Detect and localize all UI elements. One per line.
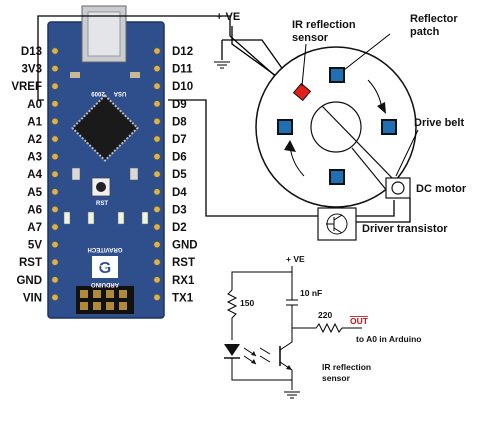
board-country: USA (113, 90, 126, 96)
left-pin-label: A2 (27, 134, 42, 146)
header-pin-hole (51, 241, 59, 249)
header-pin-hole (153, 293, 161, 301)
board-model: NANO (93, 255, 111, 261)
right-pin-label: TX1 (172, 292, 194, 304)
reflector-patch (329, 67, 345, 83)
right-pin-label: RST (172, 257, 195, 269)
left-pin-label: VREF (11, 81, 42, 93)
board-brand: ARDUINO (91, 281, 119, 287)
resistor-150-label: 150 (240, 298, 254, 308)
right-pin-label: D2 (172, 222, 187, 234)
header-pin-hole (51, 153, 59, 161)
right-pin-label: D8 (172, 116, 187, 128)
board-maker: GRAVITECH (88, 246, 123, 252)
header-pin-hole (51, 100, 59, 108)
left-pin-label: A3 (27, 152, 42, 164)
header-pin-hole (51, 170, 59, 178)
header-pin-hole (51, 135, 59, 143)
header-pin-hole (153, 241, 161, 249)
header-pin-hole (51, 293, 59, 301)
right-pin-label: GND (172, 240, 198, 252)
header-pin-hole (153, 170, 161, 178)
header-pin-hole (51, 82, 59, 90)
left-pin-label: A4 (27, 169, 42, 181)
header-pin-hole (51, 205, 59, 213)
header-pin-hole (153, 117, 161, 125)
header-pin-hole (51, 223, 59, 231)
right-pin-label: D6 (172, 152, 187, 164)
left-pin-label: VIN (23, 292, 42, 304)
left-pin-label: A1 (27, 116, 42, 128)
header-pin-hole (51, 47, 59, 55)
microcontroller-chip (71, 94, 139, 162)
schematic-sensor-label: IR reflection sensor (322, 362, 374, 383)
left-pin-label: D13 (21, 46, 42, 58)
left-pin-label: A5 (27, 187, 42, 199)
left-pin-label: 3V3 (22, 64, 42, 76)
header-pin-hole (153, 205, 161, 213)
arduino-nano-board: RST G GRAVITECH NANO V3.0 ARDUINO 2009 U… (47, 5, 165, 319)
ir-sensor-label: IR reflection sensor (292, 19, 359, 44)
header-pin-hole (51, 276, 59, 284)
reflector-patch (381, 119, 397, 135)
driver-transistor-label: Driver transistor (362, 223, 448, 235)
header-pin-hole (153, 135, 161, 143)
svg-text:G: G (99, 260, 111, 277)
sensor-schematic (224, 266, 362, 399)
driver-transistor (317, 207, 357, 241)
header-pin-hole (153, 188, 161, 196)
header-pin-hole (153, 100, 161, 108)
left-pin-label: GND (16, 275, 42, 287)
vcc-top-label: + VE (216, 11, 240, 23)
right-pin-label: D11 (172, 64, 193, 76)
capacitor-label: 10 nF (300, 288, 322, 298)
resistor-220-label: 220 (318, 310, 332, 320)
reflector-patches (277, 67, 397, 185)
reflector-patch (329, 169, 345, 185)
reflector-patch-label: Reflector patch (410, 13, 461, 38)
left-pin-label: RST (19, 257, 42, 269)
header-pin-hole (51, 65, 59, 73)
reset-label: RST (96, 201, 108, 207)
board-version: V3.0 (95, 263, 108, 269)
left-pin-label: 5V (28, 240, 42, 252)
to-a0-label: to A0 in Arduino (356, 334, 421, 344)
board-year: 2009 (91, 90, 105, 96)
schematic-vcc-label: + VE (286, 254, 305, 264)
left-pin-label: A6 (27, 204, 42, 216)
icsp-header (76, 286, 134, 314)
right-pin-label: D4 (172, 187, 187, 199)
header-pin-hole (153, 153, 161, 161)
dc-motor (385, 177, 411, 199)
ir-sensor-block (292, 82, 312, 102)
right-pin-label: D5 (172, 169, 187, 181)
header-pin-hole (153, 276, 161, 284)
header-pin-hole (51, 188, 59, 196)
header-pin-hole (153, 65, 161, 73)
wiring (37, 15, 411, 223)
right-pin-label: D12 (172, 46, 193, 58)
header-pin-hole (51, 258, 59, 266)
right-pin-label: D3 (172, 204, 187, 216)
out-label: OUT (350, 316, 369, 326)
header-pin-hole (153, 258, 161, 266)
header-pin-hole (51, 117, 59, 125)
right-pin-label: RX1 (172, 275, 195, 287)
header-pin-hole (153, 47, 161, 55)
left-pin-label: A7 (27, 222, 42, 234)
right-pin-label: D9 (172, 99, 187, 111)
left-pin-label: A0 (27, 99, 42, 111)
right-pin-label: D7 (172, 134, 187, 146)
header-pin-hole (153, 223, 161, 231)
right-pin-label: D10 (172, 81, 193, 93)
reflector-patch (277, 119, 293, 135)
rotating-disc (255, 46, 417, 208)
header-pin-hole (153, 82, 161, 90)
drive-belt-label: Drive belt (414, 117, 464, 129)
dc-motor-label: DC motor (416, 183, 467, 195)
